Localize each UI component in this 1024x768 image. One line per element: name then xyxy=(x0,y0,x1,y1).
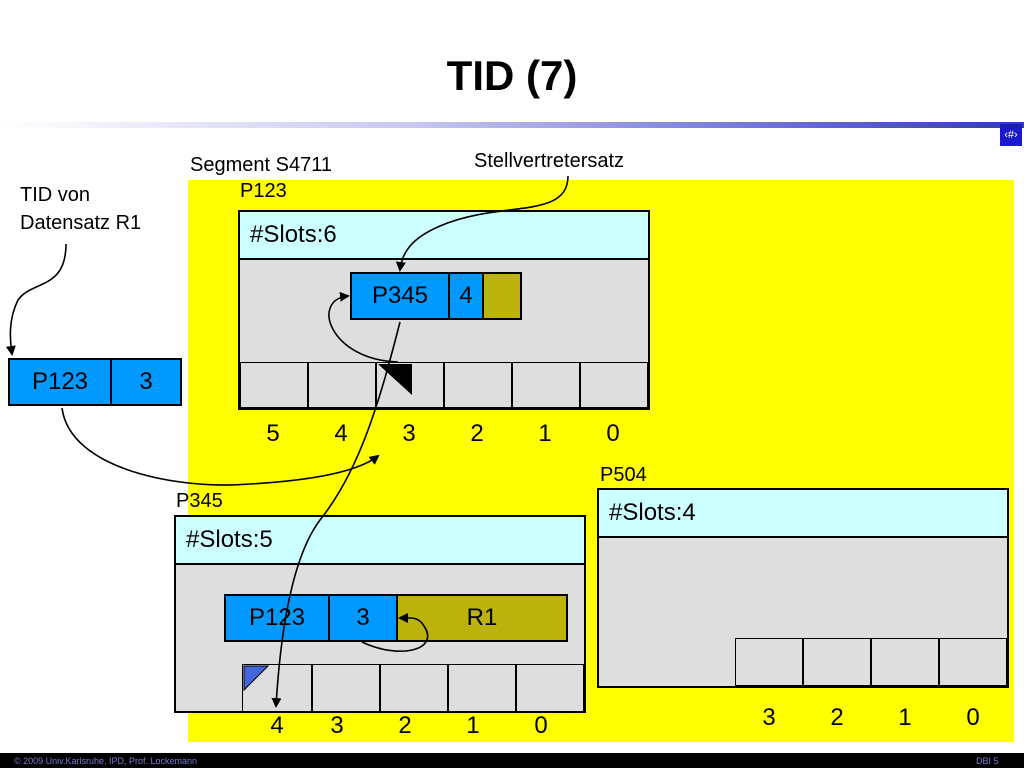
page-p504-label: P504 xyxy=(600,464,647,486)
p345-slot-number: 4 xyxy=(270,712,284,739)
tid-label-line2: Datensatz R1 xyxy=(20,212,142,234)
tid-label-line1: TID von xyxy=(20,184,91,206)
p504-slot-number: 1 xyxy=(898,704,912,731)
slide-title: TID (7) xyxy=(446,52,578,99)
p123-slot-number: 3 xyxy=(402,420,416,447)
page-p123-header: #Slots:6 xyxy=(240,212,648,260)
tid-to-slot-arrow xyxy=(61,407,380,486)
page-number-badge: ‹#› xyxy=(1000,124,1022,146)
p504-slot-number: 3 xyxy=(762,704,776,731)
record-tid-slot-cell: 3 xyxy=(328,594,398,642)
p345-slot-number: 0 xyxy=(534,712,548,739)
p123-slot-0 xyxy=(580,362,648,408)
p345-slot4-pointer xyxy=(243,665,270,692)
p123-slot-number: 2 xyxy=(470,420,484,447)
tid-arrow xyxy=(5,243,67,356)
p123-slot-1 xyxy=(512,362,580,408)
footer-slide-id: DBI 5 xyxy=(976,756,999,766)
proxy-page-cell: P345 xyxy=(350,272,450,320)
segment-label: Segment S4711 xyxy=(190,154,332,176)
p504-slot-number: 2 xyxy=(830,704,844,731)
p345-slot-3 xyxy=(312,664,380,712)
title-divider xyxy=(0,122,1024,128)
stellvertreter-arrow xyxy=(395,175,569,272)
p123-slot-number: 1 xyxy=(538,420,552,447)
tid-page-cell: P123 xyxy=(8,358,112,406)
p345-slot-2 xyxy=(380,664,448,712)
p123-slot-5 xyxy=(240,362,308,408)
p504-slot-0 xyxy=(939,638,1007,686)
p345-slot-0 xyxy=(516,664,584,712)
page-p504: #Slots:4 xyxy=(597,488,1009,688)
p504-slot-2 xyxy=(803,638,871,686)
p123-slot-number: 5 xyxy=(266,420,280,447)
p345-slot-number: 2 xyxy=(398,712,412,739)
p123-slot-number: 0 xyxy=(606,420,620,447)
page-p345-label: P345 xyxy=(176,490,223,512)
p123-slot-4 xyxy=(308,362,376,408)
stellvertreter-label: Stellvertretersatz xyxy=(474,150,625,172)
page-p504-header: #Slots:4 xyxy=(599,490,1007,538)
record-r1-body: R1 xyxy=(396,594,568,642)
p504-slot-1 xyxy=(871,638,939,686)
p345-slot-number: 3 xyxy=(330,712,344,739)
p504-slot-3 xyxy=(735,638,803,686)
footer-bar xyxy=(0,753,1024,768)
p345-slot-1 xyxy=(448,664,516,712)
proxy-record-body xyxy=(482,272,522,320)
record-backref-arrow xyxy=(361,612,429,653)
p504-slot-number: 0 xyxy=(966,704,980,731)
p345-slot-number: 1 xyxy=(466,712,480,739)
p123-slot3-pointer xyxy=(378,364,412,395)
page-p345-header: #Slots:5 xyxy=(176,517,584,565)
proxy-to-slot4-arrow xyxy=(271,321,401,708)
p123-slot-2 xyxy=(444,362,512,408)
slot-to-proxy-arrow xyxy=(328,291,399,363)
p123-slot-number: 4 xyxy=(334,420,348,447)
page-p123-label: P123 xyxy=(240,180,287,202)
footer-copyright: © 2009 Univ.Karlsruhe, IPD, Prof. Lockem… xyxy=(14,756,198,766)
tid-slot-cell: 3 xyxy=(110,358,182,406)
